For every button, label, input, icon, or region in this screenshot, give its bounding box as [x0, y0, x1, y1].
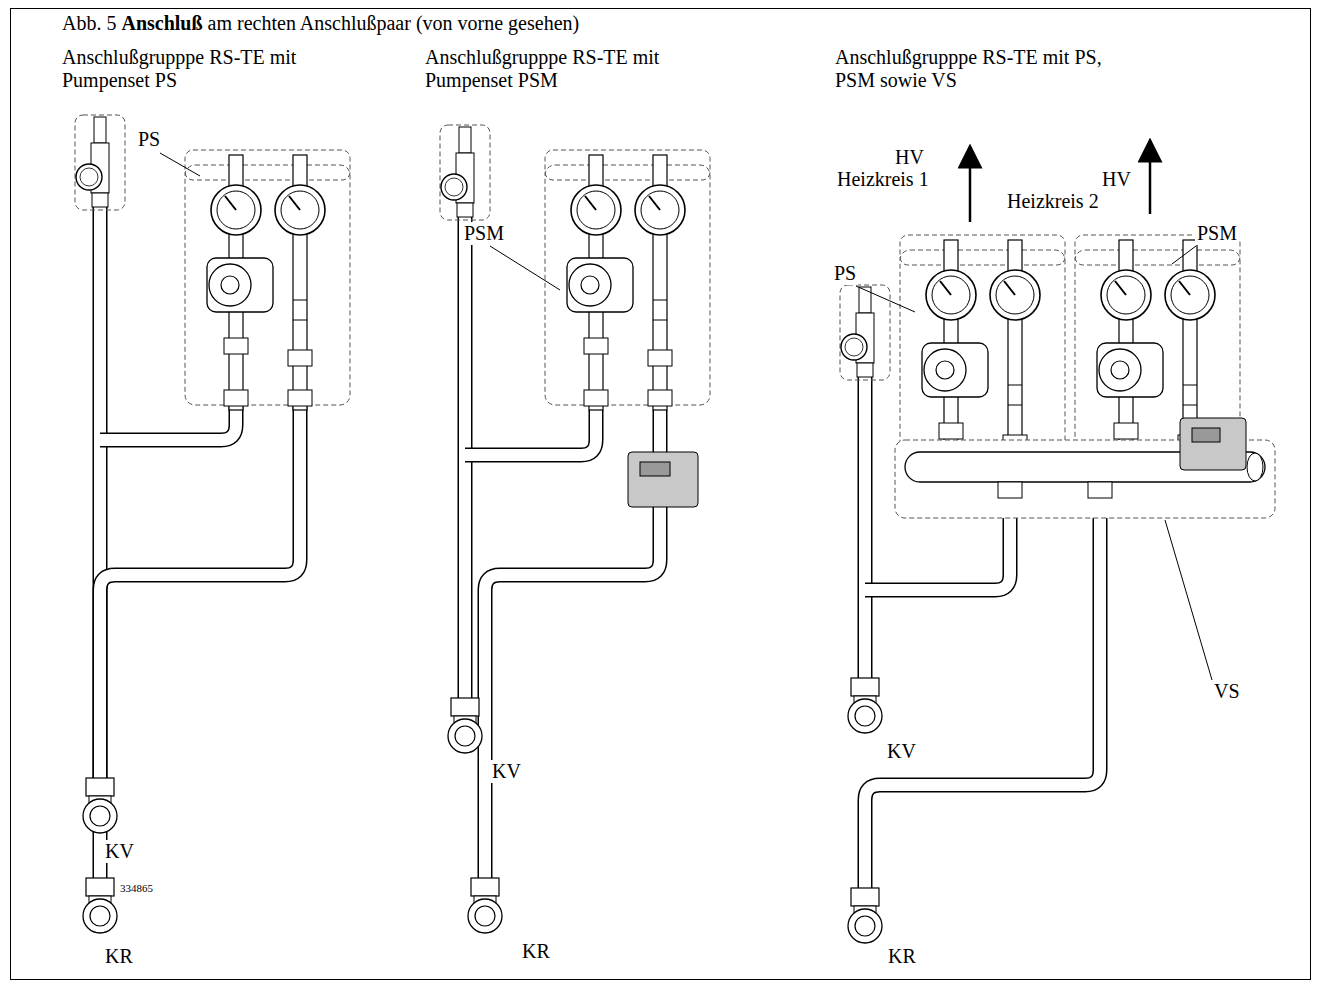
- flow-label: HV: [1100, 168, 1133, 191]
- subfigure-heading: Anschlußgrupppe RS-TE mit Pumpenset PSM: [425, 46, 687, 92]
- port-label: KR: [103, 945, 135, 968]
- port-label: KV: [885, 740, 918, 763]
- part-label: PSM: [462, 222, 506, 245]
- part-label: PS: [136, 128, 162, 151]
- port-label: KV: [490, 760, 523, 783]
- port-label: KR: [520, 940, 552, 963]
- part-label: PSM: [1195, 222, 1239, 245]
- drawing-number: 334865: [118, 882, 155, 895]
- figure-title: Abb. 5 Anschluß am rechten Anschlußpaar …: [62, 12, 579, 34]
- part-label: PS: [832, 262, 858, 285]
- circuit-label: Heizkreis 1: [835, 168, 931, 191]
- part-label: VS: [1212, 680, 1242, 703]
- port-label: KR: [886, 945, 918, 968]
- flow-label: HV: [893, 146, 926, 169]
- subfigure-heading: Anschlußgrupppe RS-TE mit Pumpenset PS: [62, 46, 302, 92]
- circuit-label: Heizkreis 2: [1005, 190, 1101, 213]
- port-label: KV: [103, 840, 136, 863]
- subfigure-heading: Anschlußgrupppe RS-TE mit PS, PSM sowie …: [835, 46, 1105, 92]
